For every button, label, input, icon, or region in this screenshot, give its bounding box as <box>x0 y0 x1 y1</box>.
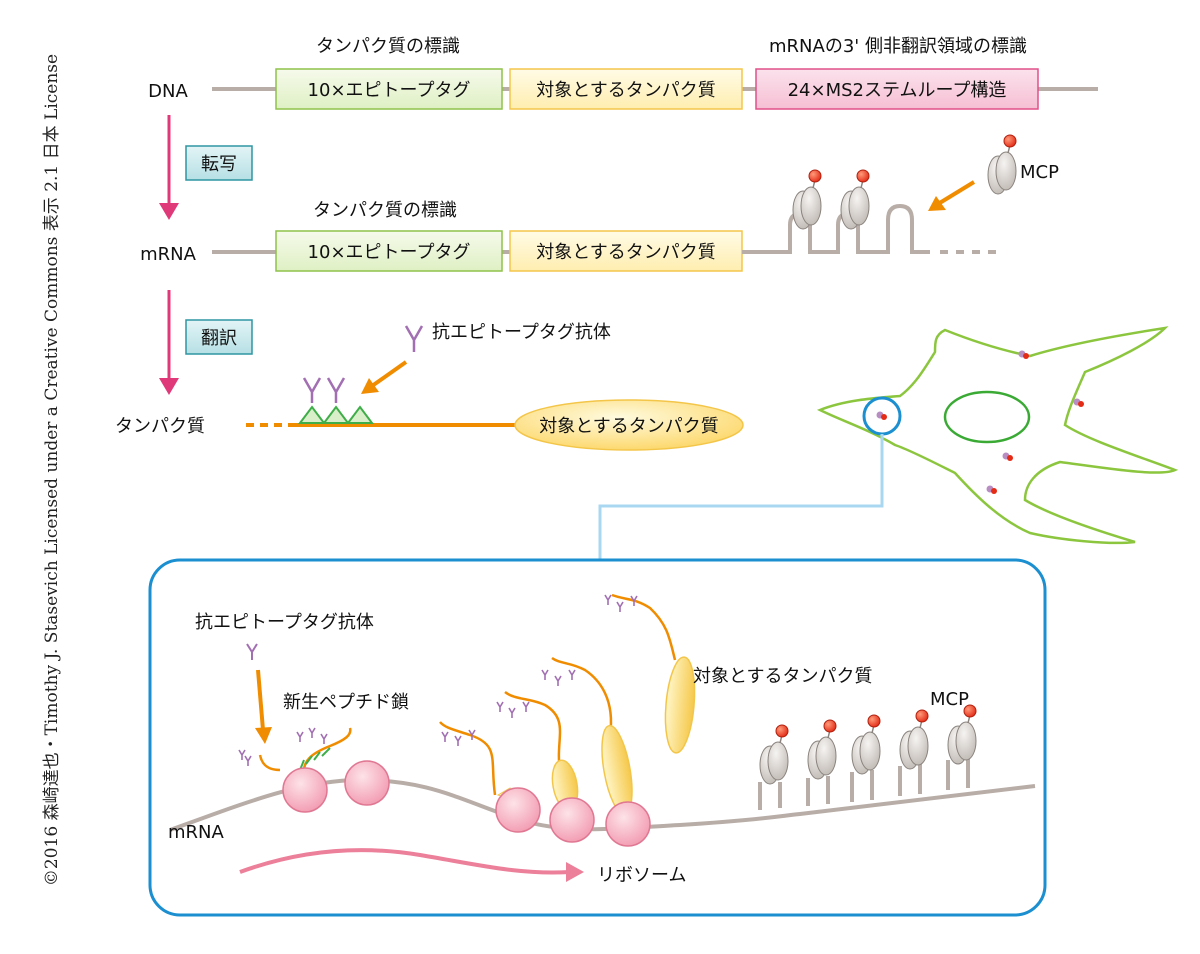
protein-row: タンパク質 対象とするタンパク質 抗エピトープタグ抗体 <box>115 322 744 451</box>
ribosome-direction-arrow <box>239 848 571 875</box>
antibody-bound-2 <box>326 377 346 403</box>
antibody-arrowhead <box>361 378 379 394</box>
mcp-bound-1 <box>792 169 822 230</box>
cell-membrane <box>816 326 1179 545</box>
cell-dot-1b <box>1023 353 1029 359</box>
inset-panel: 抗エピトープタグ抗体 新生ペプチド鎖 mRNA <box>148 558 1047 917</box>
nascent-chain-5 <box>551 656 613 736</box>
cell-dot-3b <box>1007 455 1013 461</box>
epitope-tag-2 <box>322 405 350 424</box>
ribosome-direction-arrowhead <box>566 862 584 882</box>
antibody-label: 抗エピトープタグ抗体 <box>432 322 611 343</box>
mrna-target-protein-text: 対象とするタンパク質 <box>536 242 715 263</box>
mcp-free <box>987 134 1017 195</box>
copyright-text: ©2016 森崎達也・Timothy J. Stasevich Licensed… <box>42 54 62 886</box>
dna-ms2-stemloop-box <box>755 68 1039 110</box>
epitope-tag-1 <box>298 405 326 424</box>
dna-epitope-tag-text: 10×エピトープタグ <box>308 80 471 101</box>
cell-nucleus <box>943 390 1031 444</box>
cell-dot-5b <box>881 414 887 420</box>
neuron-cell <box>816 326 1179 545</box>
cell-dot-4b <box>991 488 997 494</box>
ribosome-4 <box>549 797 595 843</box>
cell-dot-2b <box>1078 401 1084 407</box>
inset-target-label: 対象とするタンパク質 <box>693 666 872 687</box>
transcription-label: 転写 <box>201 154 237 175</box>
nascent-chain-1 <box>258 754 281 772</box>
ribosome-5 <box>605 801 651 847</box>
dna-protein-label-header: タンパク質の標識 <box>316 36 460 57</box>
antibody-bound-1 <box>302 377 322 403</box>
dna-label: DNA <box>148 81 188 102</box>
dna-epitope-tag-box <box>275 68 503 110</box>
mcp-label-top: MCP <box>1020 162 1059 183</box>
mcp-arrowhead <box>928 196 946 211</box>
nascent-chain-2 <box>302 727 352 778</box>
dna-row: DNA タンパク質の標識 mRNAの3' 側非翻訳領域の標識 10×エピトープタ… <box>148 36 1098 110</box>
nascent-chain-label: 新生ペプチド鎖 <box>283 692 409 713</box>
dna-target-protein-text: 対象とするタンパク質 <box>536 80 715 101</box>
nascent-chain-4 <box>504 690 562 771</box>
translation-label: 翻訳 <box>201 328 237 349</box>
mcp-arrow <box>936 180 976 206</box>
protein-target-text: 対象とするタンパク質 <box>539 416 718 437</box>
nascent-epitopes-2 <box>299 747 331 771</box>
ribosome-label: リボソーム <box>597 865 686 886</box>
protein-target-oval <box>514 399 744 451</box>
antibody-free <box>404 325 424 352</box>
released-chain <box>611 593 677 661</box>
transcription-arrowhead <box>159 203 179 220</box>
inset-antibody-arrowhead <box>255 727 272 744</box>
inset-mrna-label: mRNA <box>168 822 225 843</box>
nascent-chain-3 <box>439 721 497 796</box>
mrna-target-protein-box <box>509 230 743 272</box>
mrna-label: mRNA <box>140 244 197 265</box>
translation-badge <box>185 319 253 355</box>
mrna-epitope-tag-box <box>275 230 503 272</box>
ribosome-2 <box>344 760 390 806</box>
transcription-badge <box>185 145 253 181</box>
mrna-protein-label-header: タンパク質の標識 <box>313 200 457 221</box>
inset-stem-loops <box>758 758 970 810</box>
transcription-step: 転写 <box>159 115 253 220</box>
ribosome-1 <box>282 767 328 813</box>
inset-frame <box>148 558 1047 917</box>
inset-antibody-label: 抗エピトープタグ抗体 <box>195 612 374 633</box>
dna-target-protein-box <box>509 68 743 110</box>
inset-antibody-arrow <box>256 669 265 731</box>
mrna-epitope-tag-text: 10×エピトープタグ <box>308 242 471 263</box>
mcp-bound-2 <box>840 169 870 230</box>
mrna-row: mRNA タンパク質の標識 10×エピトープタグ 対象とするタンパク質 MCP <box>140 134 1059 272</box>
translation-arrowhead <box>159 378 179 395</box>
dna-utr-label-header: mRNAの3' 側非翻訳領域の標識 <box>769 36 1027 57</box>
dna-ms2-stemloop-text: 24×MS2ステムループ構造 <box>788 80 1007 101</box>
mrna-stem-loops <box>742 203 930 254</box>
antibody-arrow <box>370 360 408 388</box>
epitope-tag-3 <box>346 405 374 424</box>
released-protein <box>664 656 696 754</box>
zoom-connector <box>598 434 884 560</box>
protein-label: タンパク質 <box>115 416 205 437</box>
inset-mcp-label: MCP <box>930 689 969 710</box>
translation-step: 翻訳 <box>159 290 253 395</box>
ribosome-3 <box>495 787 541 833</box>
